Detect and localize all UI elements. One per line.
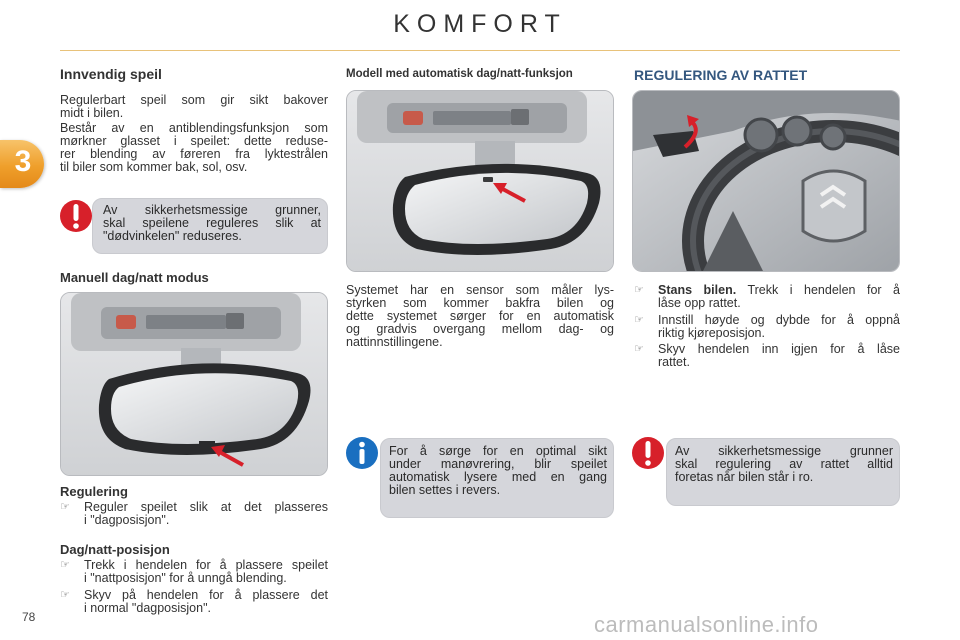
header-divider <box>60 50 900 51</box>
text-line: nattinnstillingene. <box>346 335 443 349</box>
steering-wheel-photo <box>632 90 900 272</box>
text-line: Trekk i hendelen for å plassere speilet <box>84 558 328 572</box>
pointing-hand-icon: ☞ <box>60 501 70 513</box>
text-line: Av sikkerhetsmessige grunner <box>675 444 893 458</box>
text-line: styrken som kommer bakfra bilen og <box>346 296 614 310</box>
pointing-hand-icon: ☞ <box>634 314 644 326</box>
mirror-description-paragraph: Består av en antiblendingsfunksjon som m… <box>60 122 328 174</box>
text-line: Reguler speilet slik at det plasseres <box>84 500 328 514</box>
text-line: "dødvinkelen" reduseres. <box>103 229 242 243</box>
text-line: Skyv hendelen inn igjen for å låse <box>658 342 900 356</box>
warning-note-box: Av sikkerhetsmessige grunner, skal speil… <box>92 198 328 254</box>
text-line: låse opp rattet. <box>658 296 741 310</box>
text-line: Regulerbart speil som gir sikt bakover <box>60 93 328 107</box>
text-line: dette systemet sørger for en automatisk <box>346 309 614 323</box>
text-line: mørkner glasset i speilet: dette reduse- <box>60 134 328 148</box>
text-line: og gradvis overgang mellom dag- og <box>346 322 614 336</box>
auto-mirror-photo <box>346 90 614 272</box>
watermark: carmanualsonline.info <box>594 612 819 637</box>
page-title: KOMFORT <box>393 10 567 38</box>
warning-icon <box>632 437 664 469</box>
pointing-hand-icon: ☞ <box>60 559 70 571</box>
pointing-hand-icon: ☞ <box>60 589 70 601</box>
text-line: riktig kjøreposisjon. <box>658 326 765 340</box>
warning-icon <box>60 200 92 232</box>
text-line: midt i bilen. <box>60 106 124 120</box>
text-line: i "dagposisjon". <box>84 513 170 527</box>
chapter-tab[interactable] <box>0 140 44 188</box>
text-line: til biler som kommer bak, sol, osv. <box>60 160 248 174</box>
text-line: Av sikkerhetsmessige grunner, <box>103 203 321 217</box>
text-line: skal speilene reguleres slik at <box>103 216 321 230</box>
text-line: automatisk lysere med en gang <box>389 470 607 484</box>
text-line: skal regulering av rattet alltid <box>675 457 893 471</box>
auto-mode-paragraph: Systemet har en sensor som måler lys- st… <box>346 284 614 349</box>
page-number: 78 <box>22 610 36 624</box>
text-line: rattet. <box>658 355 690 369</box>
pointing-hand-icon: ☞ <box>634 284 644 296</box>
bold-lead: Stans bilen. <box>658 283 737 297</box>
info-icon <box>346 437 378 469</box>
info-note-box: For å sørge for en optimal sikt under ma… <box>380 438 614 518</box>
text-line: Skyv på hendelen for å plassere det <box>84 588 328 602</box>
pointing-hand-icon: ☞ <box>634 343 644 355</box>
text-line: Trekk i hendelen for å <box>747 283 901 297</box>
text-line: i normal "dagposisjon". <box>84 601 211 615</box>
auto-mode-heading: Modell med automatisk dag/natt-funksjon <box>346 68 573 80</box>
text-line: rer blending av føreren fra lyktestrålen <box>60 147 328 161</box>
regulering-heading: Regulering <box>60 484 128 499</box>
text-line: under manøvrering, blir speilet <box>389 457 607 471</box>
steering-section-heading: REGULERING AV RATTET <box>634 67 808 83</box>
text-line: Innstill høyde og dybde for å oppnå <box>658 313 900 327</box>
text-line: For å sørge for en optimal sikt <box>389 444 607 458</box>
dagnatt-heading: Dag/natt-posisjon <box>60 542 170 557</box>
steering-warning-box: Av sikkerhetsmessige grunner skal regule… <box>666 438 900 506</box>
text-line: foretas når bilen står i ro. <box>675 470 814 484</box>
section-heading-mirror: Innvendig speil <box>60 66 162 82</box>
manual-mirror-photo <box>60 292 328 476</box>
text-line: i "nattposisjon" for å unngå blending. <box>84 571 287 585</box>
text-line: Systemet har en sensor som måler lys- <box>346 283 614 297</box>
mirror-intro-paragraph: Regulerbart speil som gir sikt bakover m… <box>60 94 328 120</box>
chapter-number: 3 <box>14 145 32 178</box>
text-line: Består av en antiblendingsfunksjon som <box>60 121 328 135</box>
text-line: bilen settes i revers. <box>389 483 501 497</box>
manual-mode-heading: Manuell dag/natt modus <box>60 270 209 285</box>
